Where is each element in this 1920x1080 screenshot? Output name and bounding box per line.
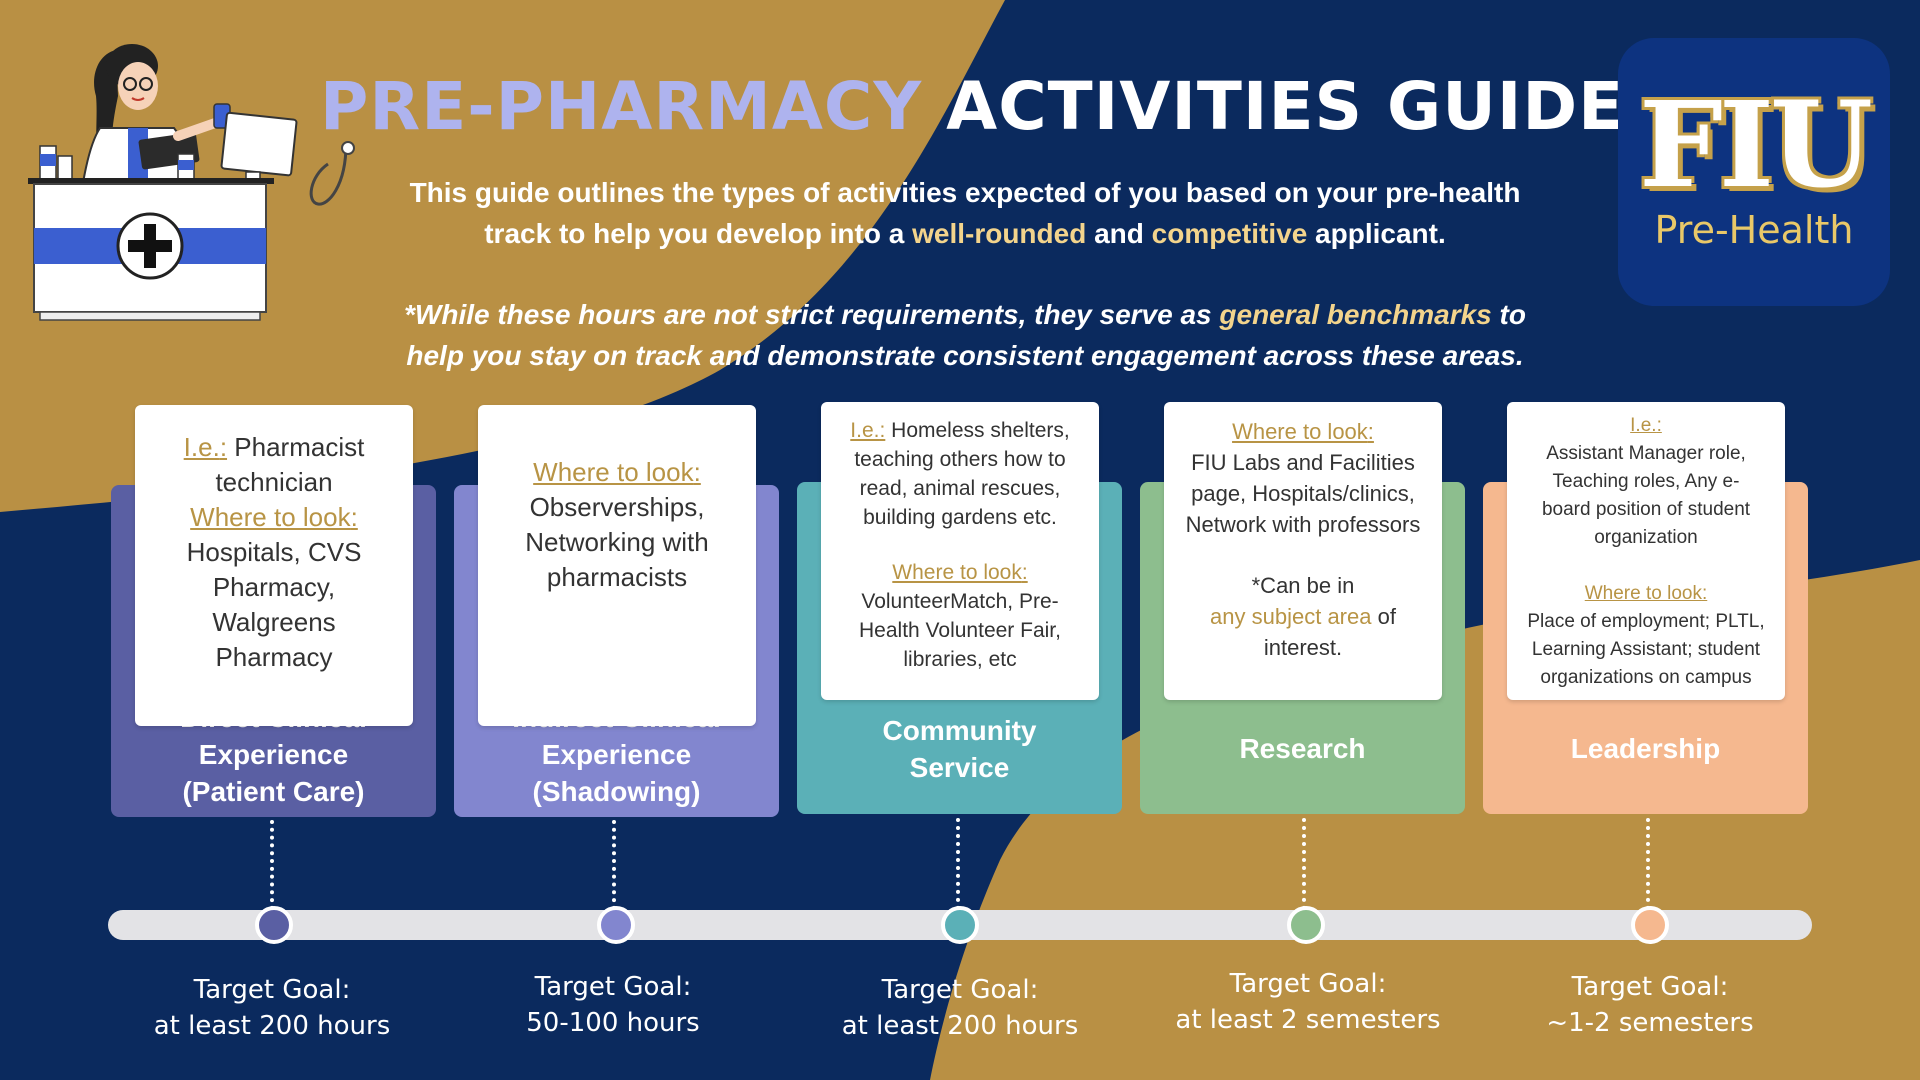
timeline-dot bbox=[1287, 906, 1325, 944]
card-direct-clinical-details: I.e.: Pharmacist technician Where to loo… bbox=[135, 405, 413, 726]
page-title: PRE-PHARMACY ACTIVITIES GUIDELINE bbox=[320, 68, 1794, 145]
subject-note-pre: *Can be in bbox=[1251, 573, 1355, 598]
label-line: Experience bbox=[541, 739, 692, 770]
pharmacist-illustration bbox=[28, 44, 355, 321]
look-line: Where to look: Observerships, Networking… bbox=[525, 457, 709, 592]
card-label: Indirect Clinical Experience (Shadowing) bbox=[454, 699, 779, 810]
target-goal-research: Target Goal: at least 2 semesters bbox=[1143, 966, 1473, 1038]
logo-subtitle: Pre-Health bbox=[1654, 208, 1854, 252]
intro-highlight-well-rounded: well-rounded bbox=[912, 218, 1087, 249]
card-label: Leadership bbox=[1483, 730, 1808, 767]
intro-tail: applicant. bbox=[1307, 218, 1446, 249]
card-research-details: Where to look:FIU Labs and Facilities pa… bbox=[1164, 402, 1442, 700]
label-line: Research bbox=[1239, 733, 1366, 764]
goal-label: Target Goal: bbox=[1229, 969, 1387, 999]
goal-label: Target Goal: bbox=[881, 975, 1039, 1005]
look-text: Observerships, Networking with pharmacis… bbox=[525, 492, 709, 592]
card-community-service-details: I.e.: Homeless shelters, teaching others… bbox=[821, 402, 1099, 700]
look-line: Where to look: Hospitals, CVS Pharmacy, … bbox=[186, 502, 362, 672]
ie-text: Homeless shelters, teaching others how t… bbox=[854, 419, 1070, 529]
title-part1: PRE-PHARMACY bbox=[320, 68, 923, 145]
card-leadership-details: I.e.:Assistant Manager role, Teaching ro… bbox=[1507, 402, 1785, 700]
ie-line: I.e.: Homeless shelters, teaching others… bbox=[850, 419, 1070, 529]
connector-line bbox=[612, 820, 616, 910]
logo-fiu-text: FIU bbox=[1639, 75, 1873, 214]
card-label: Research bbox=[1140, 730, 1465, 767]
look-key: Where to look bbox=[190, 502, 351, 532]
label-line: Experience bbox=[198, 739, 349, 770]
connector-line bbox=[956, 818, 960, 910]
subject-note-post: of interest. bbox=[1263, 604, 1396, 660]
note-pre: *While these hours are not strict requir… bbox=[404, 299, 1220, 330]
look-line: Where to look:Place of employment; PLTL,… bbox=[1527, 583, 1765, 688]
label-line: Community bbox=[882, 715, 1037, 746]
connector-line bbox=[1302, 818, 1306, 910]
ie-key: I.e. bbox=[850, 419, 880, 442]
look-line: Where to look:VolunteerMatch, Pre-Health… bbox=[859, 561, 1061, 671]
intro-highlight-competitive: competitive bbox=[1151, 218, 1308, 249]
ie-key: I.e. bbox=[1630, 415, 1657, 436]
target-goal-direct-clinical: Target Goal: at least 200 hours bbox=[107, 972, 437, 1044]
look-key: Where to look bbox=[892, 561, 1022, 584]
look-key: Where to look bbox=[1232, 419, 1368, 444]
goal-label: Target Goal: bbox=[193, 975, 351, 1005]
goal-value: ~1-2 semesters bbox=[1546, 1008, 1754, 1038]
look-text: VolunteerMatch, Pre-Health Volunteer Fai… bbox=[859, 590, 1061, 671]
look-text: FIU Labs and Facilities page, Hospitals/… bbox=[1185, 450, 1421, 537]
card-indirect-clinical-details: Where to look: Observerships, Networking… bbox=[478, 405, 756, 726]
goal-value: at least 2 semesters bbox=[1175, 1005, 1441, 1035]
fiu-prehealth-logo: FIU Pre-Health bbox=[1618, 38, 1890, 306]
label-line: Leadership bbox=[1570, 733, 1721, 764]
ie-line: I.e.: Pharmacist technician bbox=[183, 432, 365, 497]
timeline-dot bbox=[941, 906, 979, 944]
intro-and: and bbox=[1086, 218, 1152, 249]
intro-line-a: This guide outlines the types of activit… bbox=[409, 177, 1521, 208]
label-line: (Patient Care) bbox=[182, 776, 365, 807]
goal-value: at least 200 hours bbox=[153, 1011, 391, 1041]
intro-line-b-text: track to help you develop into a bbox=[484, 218, 913, 249]
connector-line bbox=[1646, 818, 1650, 910]
timeline-dot bbox=[255, 906, 293, 944]
label-line: Service bbox=[909, 752, 1010, 783]
ie-line: I.e.:Assistant Manager role, Teaching ro… bbox=[1541, 415, 1751, 548]
benchmark-note: *While these hours are not strict requir… bbox=[380, 294, 1550, 376]
subject-note: *Can be in any subject area of interest. bbox=[1164, 570, 1442, 663]
note-highlight: general benchmarks bbox=[1219, 299, 1492, 330]
note-post: to help you stay on track and demonstrat… bbox=[406, 299, 1526, 371]
intro-line-b: track to help you develop into a well-ro… bbox=[380, 213, 1550, 254]
look-line: Where to look:FIU Labs and Facilities pa… bbox=[1185, 419, 1421, 537]
goal-value: at least 200 hours bbox=[841, 1011, 1079, 1041]
look-key: Where to look bbox=[533, 457, 694, 487]
target-goal-leadership: Target Goal: ~1-2 semesters bbox=[1485, 969, 1815, 1041]
intro-text: This guide outlines the types of activit… bbox=[380, 172, 1550, 254]
connector-line bbox=[270, 820, 274, 910]
look-key: Where to look bbox=[1584, 583, 1702, 604]
ie-key: I.e. bbox=[183, 432, 220, 462]
subject-note-highlight: any subject area bbox=[1210, 604, 1372, 629]
label-line: (Shadowing) bbox=[532, 776, 701, 807]
goal-value: 50-100 hours bbox=[526, 1008, 700, 1038]
look-text: Hospitals, CVS Pharmacy, Walgreens Pharm… bbox=[186, 537, 362, 672]
ie-text: Assistant Manager role, Teaching roles, … bbox=[1541, 443, 1751, 548]
target-goal-community-service: Target Goal: at least 200 hours bbox=[795, 972, 1125, 1044]
goal-label: Target Goal: bbox=[534, 972, 692, 1002]
target-goal-indirect-clinical: Target Goal: 50-100 hours bbox=[448, 969, 778, 1041]
card-label: Community Service bbox=[797, 712, 1122, 786]
ie-text: Pharmacist technician bbox=[215, 432, 365, 497]
timeline-dot bbox=[597, 906, 635, 944]
goal-label: Target Goal: bbox=[1571, 972, 1729, 1002]
timeline-dot bbox=[1631, 906, 1669, 944]
look-text: Place of employment; PLTL, Learning Assi… bbox=[1527, 611, 1765, 688]
